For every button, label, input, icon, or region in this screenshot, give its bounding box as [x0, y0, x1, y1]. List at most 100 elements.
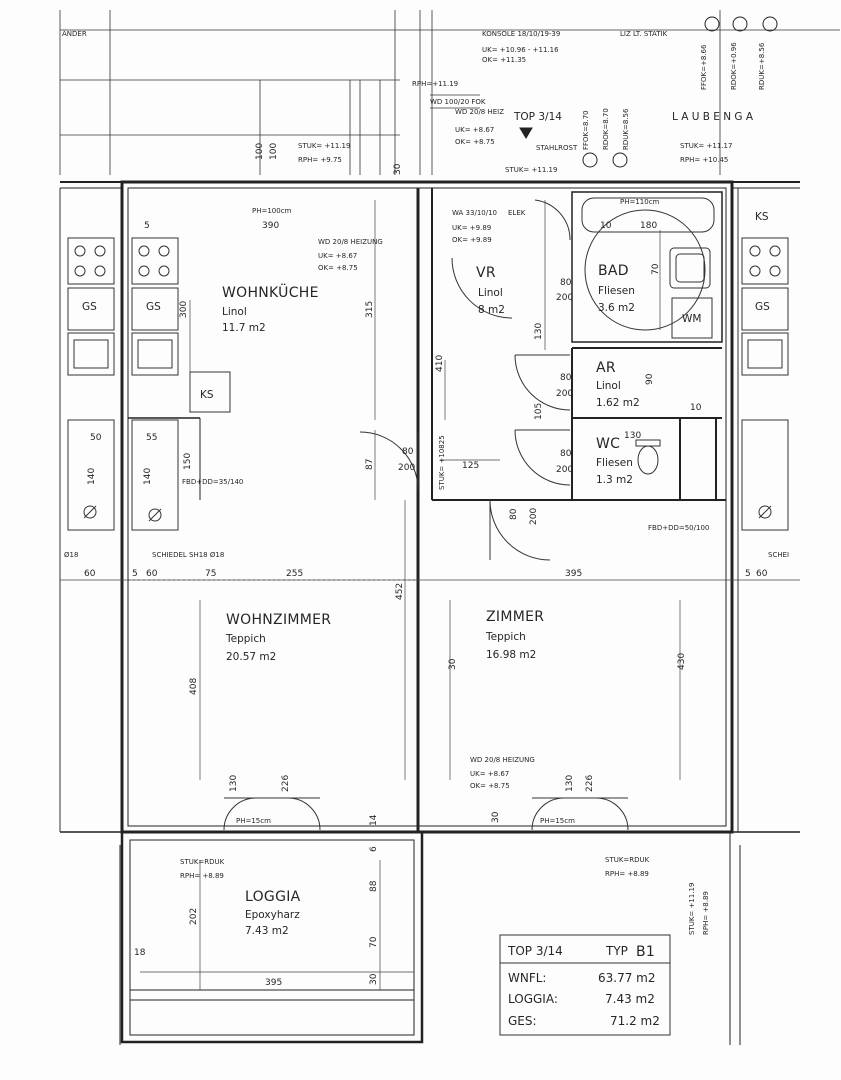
summary-top: TOP 3/14	[507, 944, 563, 958]
elek-label: ELEK	[508, 209, 526, 217]
summary-loggia-value: 7.43 m2	[605, 992, 655, 1006]
schei-right: SCHEI	[768, 551, 789, 559]
summary-table	[499, 934, 671, 1036]
dim-14: 14	[369, 814, 379, 826]
dim-200a: 200	[398, 463, 415, 473]
dim-5b: 5	[745, 569, 751, 579]
dim-315: 315	[365, 301, 375, 318]
dim-130b: 130	[565, 775, 575, 792]
room-floor-wohnkueche: Linol	[222, 306, 247, 318]
dim-130d: 130	[624, 431, 641, 441]
dim-70: 70	[369, 936, 379, 948]
room-floor-bad: Fliesen	[598, 285, 635, 297]
dim-87: 87	[365, 459, 375, 470]
level-markers	[519, 16, 778, 168]
rph-left: RPH= +8.89	[180, 872, 224, 880]
rph-side: RPH= +8.89	[702, 891, 710, 935]
room-name-wohnkueche: WOHNKÜCHE	[222, 283, 319, 301]
dim-10b: 10	[690, 403, 702, 413]
room-name-loggia: LOGGIA	[245, 889, 301, 905]
dim-18: 18	[134, 948, 146, 958]
dim-200e: 200	[529, 508, 539, 525]
laubengang-label: L A U B E N G A	[672, 111, 754, 123]
interior-walls	[128, 188, 726, 832]
dim-226b: 226	[585, 775, 595, 792]
dim-50a: 50	[90, 433, 102, 443]
summary-wnfl-label: WNFL:	[508, 971, 546, 985]
stuk-rduk-right: STUK=RDUK	[605, 856, 650, 864]
rph-right: RPH= +8.89	[605, 870, 649, 878]
ffok-label: FFOK=+8.66	[700, 44, 708, 90]
dim-80e: 80	[509, 508, 519, 520]
dim-60b: 60	[146, 569, 158, 579]
dim-200b: 200	[556, 293, 573, 303]
fixture-labels: GS GS GS KS KS WM PH=100cm PH=110cm PH=1…	[64, 198, 789, 935]
dim-80d: 80	[560, 449, 572, 459]
dim-150: 150	[183, 453, 193, 470]
wd-zimmer: WD 20/8 HEIZUNG	[470, 756, 535, 764]
header-annotations: ÄNDER KONSOLE 18/10/19-39 UK= +10.96 - +…	[62, 29, 766, 174]
room-name-wc: WC	[596, 436, 620, 452]
rph-top-label: RPH=+11.19	[412, 80, 458, 88]
rdok2-label: RDOK=8.70	[602, 108, 610, 150]
dim-5a: 5	[132, 569, 138, 579]
uk-vr: UK= +9.89	[452, 224, 491, 232]
ok1-label: OK= +11.35	[482, 56, 526, 64]
stuk1-label: STUK= +11.19	[298, 142, 350, 150]
room-area-wohnzimmer: 20.57 m2	[226, 651, 276, 663]
summary-ges-label: GES:	[508, 1014, 537, 1028]
bath-fixtures	[581, 197, 715, 475]
ok-kueche: OK= +8.75	[318, 264, 358, 272]
dim-30b: 30	[393, 163, 403, 175]
rph3-label: RPH= +10.45	[680, 156, 728, 164]
dim-300: 300	[179, 301, 189, 318]
dim-30c: 30	[448, 658, 458, 670]
rph1-label: RPH= +9.75	[298, 156, 342, 164]
dim-100b: 100	[269, 143, 279, 160]
dim-125: 125	[462, 461, 479, 471]
dim-140b: 140	[143, 468, 153, 485]
schiedel-left: SCHIEDEL SH18 Ø18	[152, 551, 224, 559]
dim-30a: 30	[369, 973, 379, 985]
dim-180: 180	[640, 221, 657, 231]
exterior-walls	[60, 180, 800, 1045]
statik-label: LIZ LT. STATIK	[620, 30, 668, 38]
dim-105: 105	[534, 403, 544, 420]
dim-10: 10	[600, 221, 612, 231]
room-floor-ar: Linol	[596, 380, 621, 392]
dim-55: 55	[146, 433, 157, 443]
dim-130a: 130	[229, 775, 239, 792]
stuk-side: STUK= +11.19	[688, 883, 696, 935]
room-area-wohnkueche: 11.7 m2	[222, 322, 266, 334]
summary-text: TOP 3/14 TYP B1 WNFL: 63.77 m2 LOGGIA: 7…	[507, 944, 660, 1028]
dim-80a: 80	[402, 447, 414, 457]
dim-130c: 130	[534, 323, 544, 340]
room-floor-zimmer: Teppich	[485, 631, 526, 643]
dim-90: 90	[645, 373, 655, 385]
rdok-label: RDOK=+0.96	[730, 42, 738, 90]
konsole-label: KONSOLE 18/10/19-39	[482, 30, 560, 38]
stuk-vr: STUK= +10825	[438, 435, 446, 490]
ph-wohnzimmer: PH=15cm	[236, 817, 271, 825]
room-area-loggia: 7.43 m2	[245, 925, 289, 937]
dim-408: 408	[189, 678, 199, 695]
dim-6: 6	[369, 846, 379, 852]
wd-heiz-label: WD 20/8 HEIZ	[455, 108, 504, 116]
dim-30d: 30	[491, 811, 501, 823]
room-area-zimmer: 16.98 m2	[486, 649, 536, 661]
dim-430: 430	[677, 653, 687, 670]
summary-wnfl-value: 63.77 m2	[598, 971, 656, 985]
door-swings	[223, 199, 629, 831]
dim-60c: 60	[756, 569, 768, 579]
ph-bad: PH=110cm	[620, 198, 660, 206]
dim-200c: 200	[556, 389, 573, 399]
room-name-bad: BAD	[598, 263, 629, 279]
room-name-wohnzimmer: WOHNZIMMER	[226, 612, 331, 628]
ph-kueche: PH=100cm	[252, 207, 292, 215]
dim-88: 88	[369, 880, 379, 892]
dim-255: 255	[286, 569, 303, 579]
stuk3-label: STUK= +11.17	[680, 142, 732, 150]
dim-202: 202	[189, 908, 199, 925]
schiedel-far: Ø18	[64, 551, 78, 559]
